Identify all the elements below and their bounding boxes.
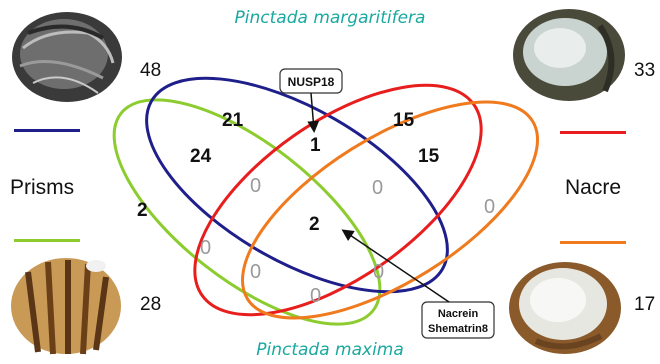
callout-bottom-line2: Shematrin8 xyxy=(428,323,488,335)
legend-red-rule xyxy=(560,131,626,134)
blue-set-ellipse xyxy=(145,76,449,294)
shell-top-right-icon xyxy=(513,9,625,101)
region-green-red: 0 xyxy=(250,175,261,197)
region-orange-only: 0 xyxy=(484,196,495,218)
callout-bottom-line1: Nacrein xyxy=(438,308,479,320)
red-set-ellipse xyxy=(193,83,483,317)
top-species-title: Pinctada margaritifera xyxy=(234,8,426,28)
shell-top-left-icon xyxy=(12,12,122,102)
count-top-left: 48 xyxy=(140,60,162,81)
region-green-blue-red-orange-left: 0 xyxy=(200,237,211,259)
callout-bottom-arrow xyxy=(341,229,450,303)
callout-bottom-box xyxy=(421,301,495,339)
region-all-four: 2 xyxy=(309,214,320,235)
shell-bottom-right-icon xyxy=(509,262,621,354)
region-red-orange: 15 xyxy=(418,146,440,167)
region-red-only: 15 xyxy=(393,110,415,131)
region-blue-orange: 0 xyxy=(372,177,383,199)
legend-orange-rule xyxy=(560,241,626,244)
legend-green-rule xyxy=(14,239,80,242)
callout-top-label: NUSP18 xyxy=(288,75,335,89)
prisms-label: Prisms xyxy=(10,176,75,199)
orange-set-ellipse xyxy=(241,100,539,320)
region-blue-only: 21 xyxy=(222,110,244,131)
region-blue-red: 1 xyxy=(310,135,321,156)
region-green-only: 2 xyxy=(137,200,148,221)
bottom-species-title: Pinctada maxima xyxy=(256,340,404,360)
region-green-blue: 24 xyxy=(190,146,212,167)
region-blue-red-orange: 0 xyxy=(373,261,384,283)
shell-bottom-left-icon xyxy=(11,258,121,355)
callout-top-arrow xyxy=(307,92,320,133)
count-top-right: 33 xyxy=(634,60,656,81)
green-set-ellipse xyxy=(112,98,382,326)
legend-blue-rule xyxy=(14,129,80,132)
count-bottom-right: 17 xyxy=(634,294,656,315)
count-bottom-left: 28 xyxy=(140,294,162,315)
nacre-label: Nacre xyxy=(565,176,622,199)
region-green-red-orange: 0 xyxy=(310,285,321,307)
region-green-orange: 0 xyxy=(250,261,261,283)
